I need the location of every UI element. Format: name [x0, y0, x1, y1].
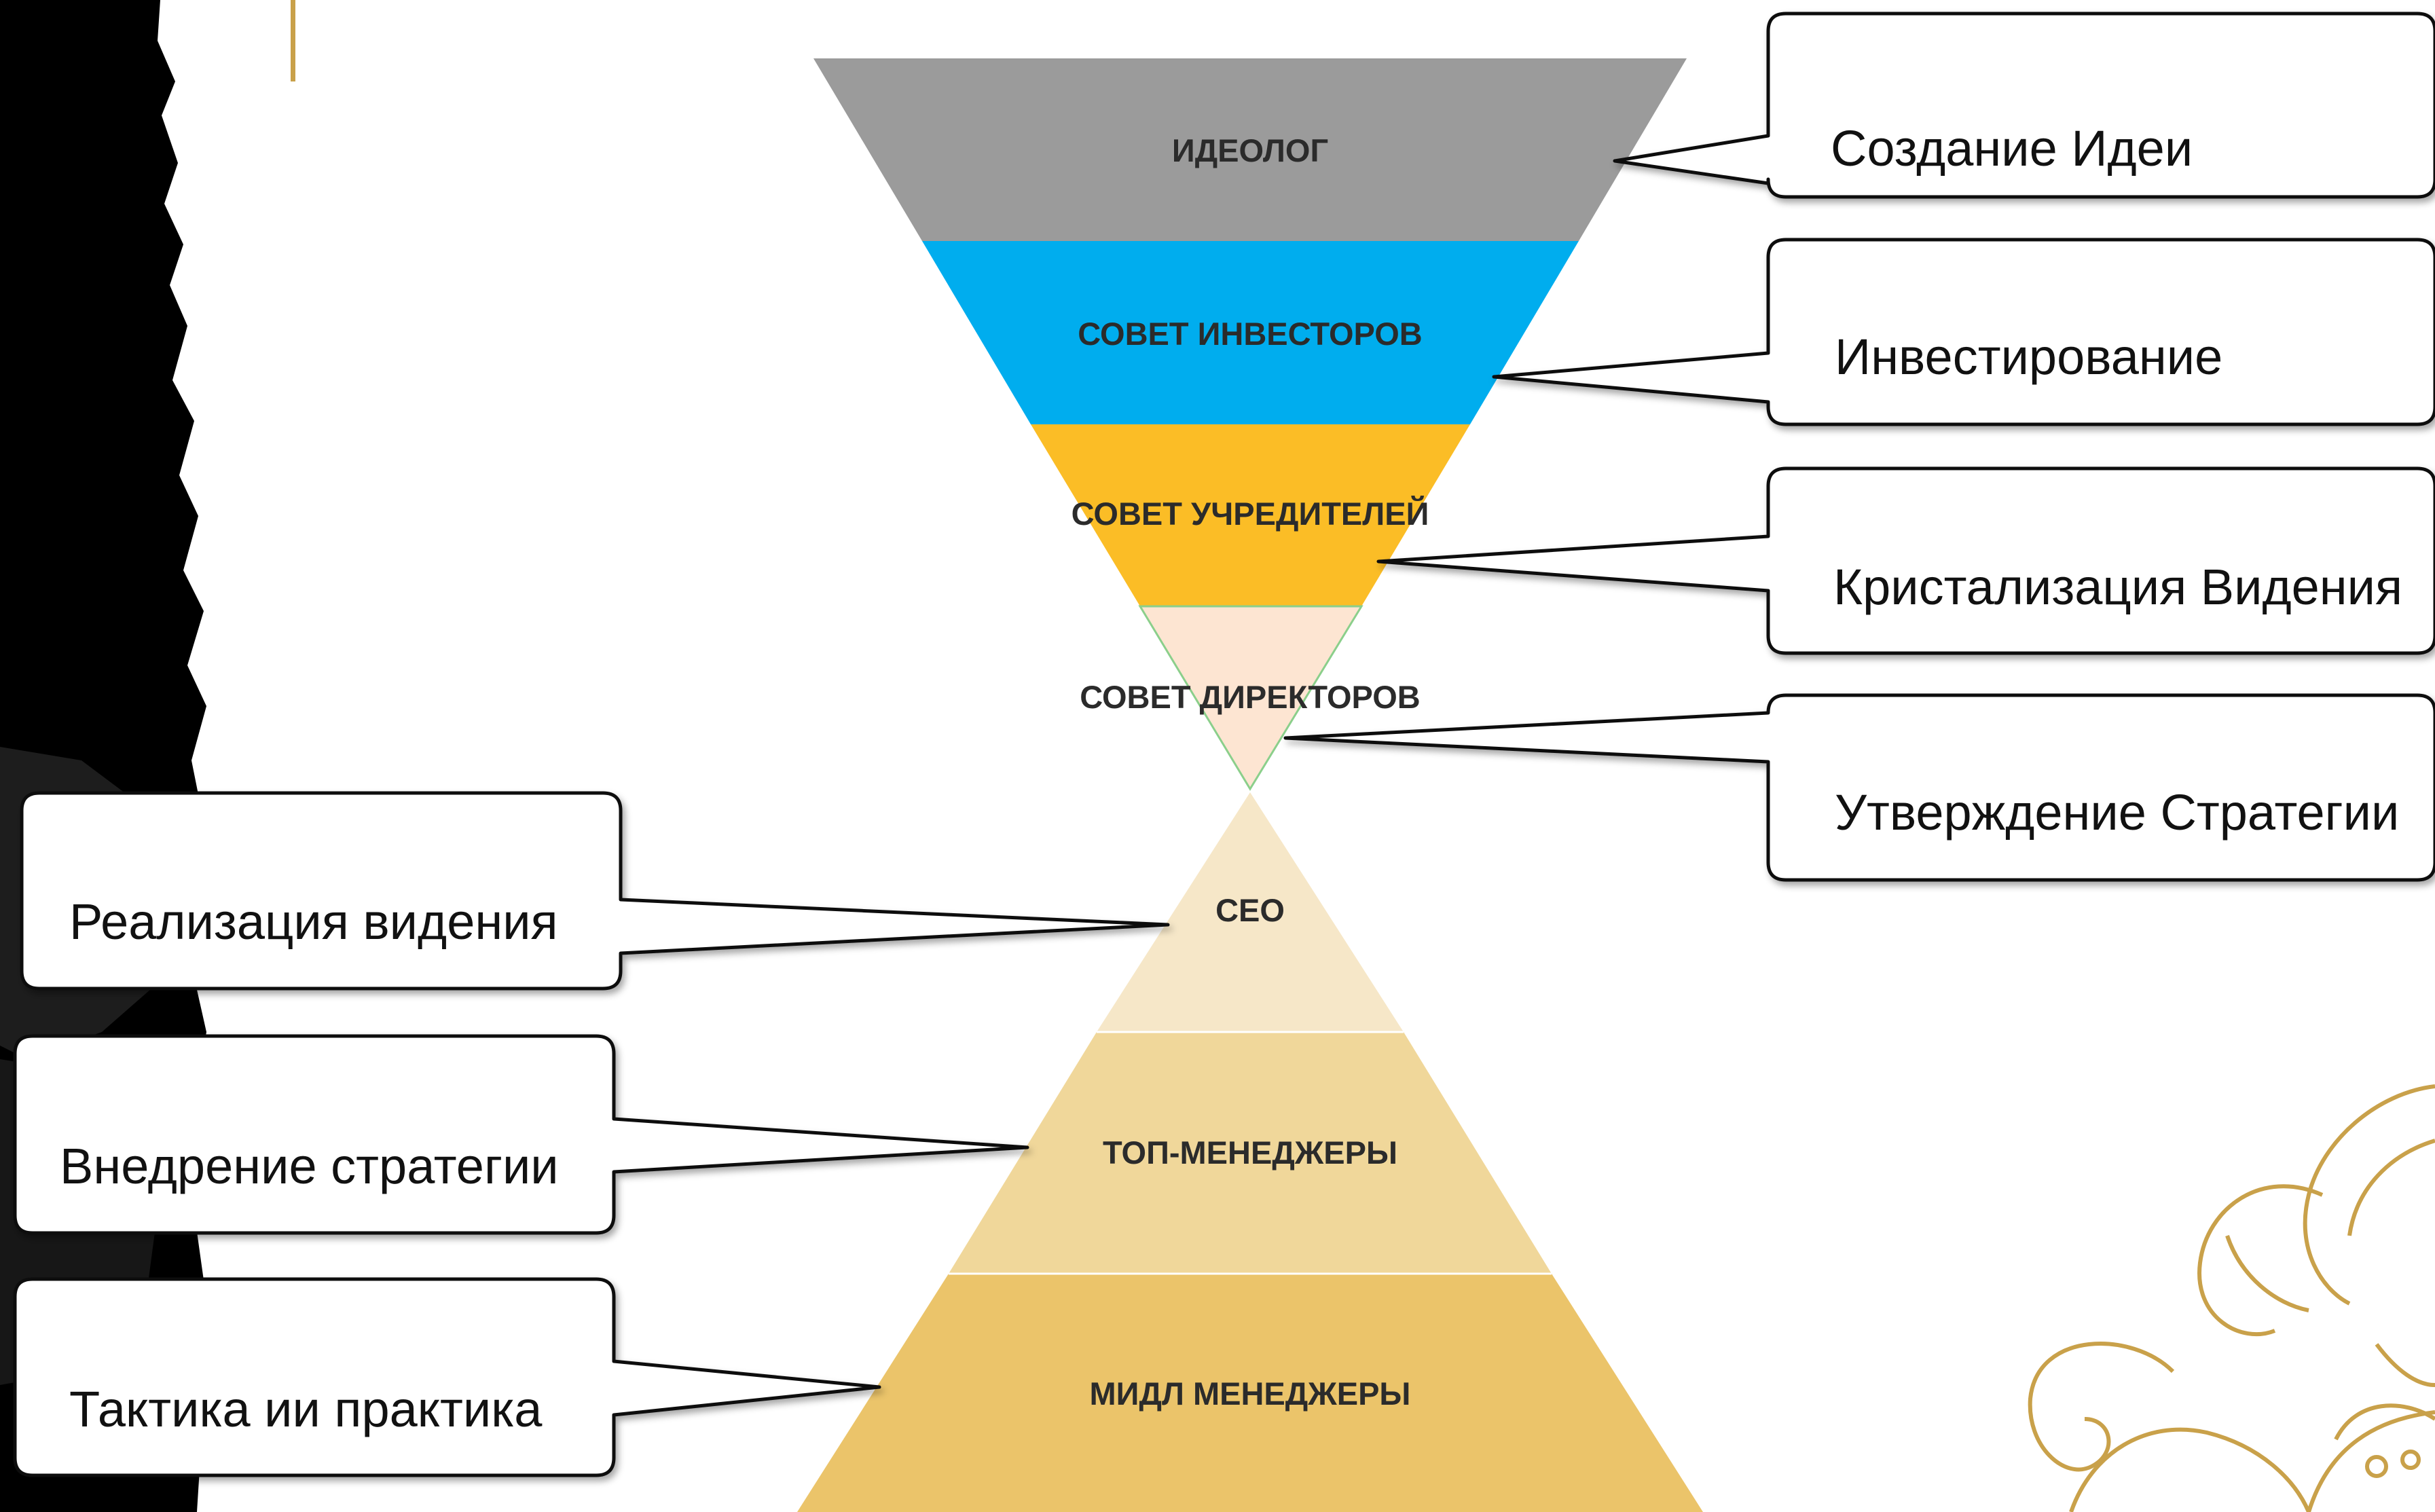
- funnel-label-founders: СОВЕТ УЧРЕДИТЕЛЕЙ: [1072, 496, 1429, 532]
- callout-strategy: Утверждение Стратегии: [1283, 693, 2435, 882]
- callout-vision-text: Кристализация Видения: [1833, 559, 2402, 615]
- callout-create-idea: Создание Идеи: [1613, 12, 2435, 199]
- callout-tactics: Тактика ии практика: [13, 1277, 881, 1477]
- pyramid-level-top-managers: [949, 1032, 1552, 1274]
- callout-investing: Инвестирование: [1492, 238, 2435, 426]
- callout-create-idea-text: Создание Идеи: [1831, 120, 2193, 177]
- funnel-level-founders: [1031, 424, 1470, 606]
- funnel-label-ideolog: ИДЕОЛОГ: [1172, 132, 1328, 168]
- pyramid-label-top-managers: ТОП-МЕНЕДЖЕРЫ: [1103, 1135, 1397, 1170]
- funnel-level-directors: [1138, 605, 1363, 791]
- callout-investing-text: Инвестирование: [1835, 329, 2222, 385]
- pyramid-label-middle-managers: МИДЛ МЕНЕДЖЕРЫ: [1090, 1376, 1411, 1412]
- callout-tactics-text: Тактика ии практика: [69, 1381, 543, 1437]
- gold-crest-ornament: [2028, 1084, 2435, 1512]
- callout-vision: Кристализация Видения: [1376, 466, 2435, 655]
- callout-strategy-text: Утверждение Стратегии: [1835, 784, 2399, 841]
- pyramid-label-ceo: CEO: [1215, 892, 1285, 928]
- funnel-label-investors: СОВЕТ ИНВЕСТОРОВ: [1078, 316, 1423, 352]
- callout-realize-vision: Реализация видения: [20, 791, 1170, 991]
- callout-implement-strategy-text: Внедрение стратегии: [60, 1138, 559, 1194]
- funnel-level-ideolog: [813, 58, 1687, 241]
- callout-realize-vision-text: Реализация видения: [69, 893, 558, 950]
- funnel-label-directors: СОВЕТ ДИРЕКТОРОВ: [1080, 679, 1421, 715]
- pyramid-level-ceo: [1097, 792, 1404, 1032]
- pyramid: CEO ТОП-МЕНЕДЖЕРЫ МИДЛ МЕНЕДЖЕРЫ: [797, 792, 1703, 1512]
- funnel-level-investors: [922, 241, 1579, 424]
- inverted-funnel: ИДЕОЛОГ СОВЕТ ИНВЕСТОРОВ СОВЕТ УЧРЕДИТЕЛ…: [813, 58, 1687, 791]
- gold-accent-line: [291, 0, 295, 81]
- pyramid-level-middle-managers: [797, 1274, 1703, 1512]
- callout-implement-strategy: Внедрение стратегии: [13, 1034, 1029, 1235]
